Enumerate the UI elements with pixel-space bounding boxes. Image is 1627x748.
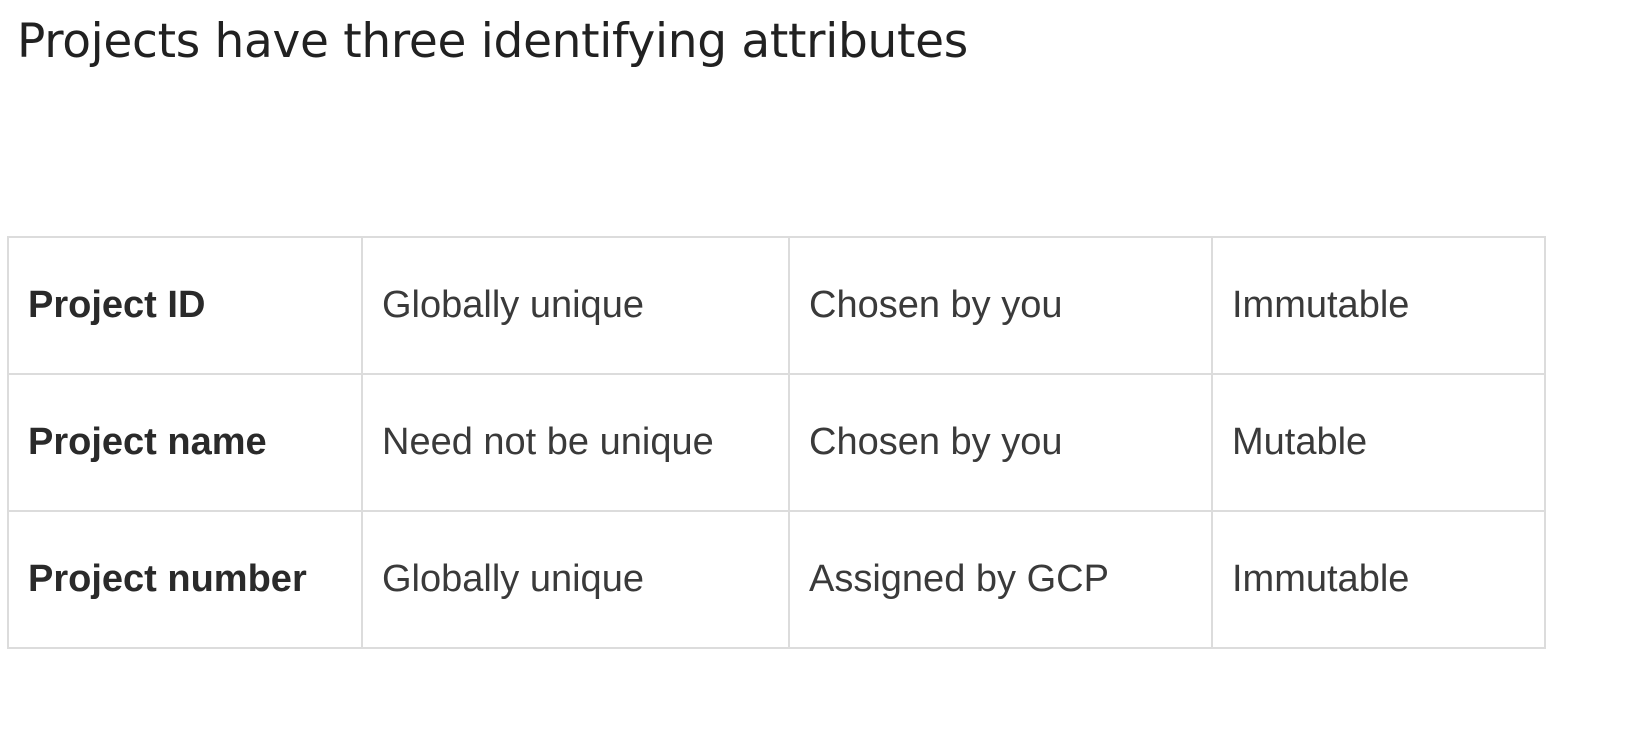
attribute-cell: Project ID (7, 236, 363, 375)
mutability-cell: Immutable (1211, 510, 1546, 649)
table-row-project-id: Project ID Globally unique Chosen by you… (7, 236, 1546, 375)
attributes-table: Project ID Globally unique Chosen by you… (7, 236, 1546, 649)
origin-cell: Chosen by you (788, 236, 1213, 375)
uniqueness-cell: Globally unique (361, 510, 790, 649)
table-row-project-number: Project number Globally unique Assigned … (7, 510, 1546, 649)
attribute-cell: Project number (7, 510, 363, 649)
mutability-cell: Immutable (1211, 236, 1546, 375)
slide-title: Projects have three identifying attribut… (17, 14, 968, 69)
origin-cell: Chosen by you (788, 373, 1213, 512)
origin-cell: Assigned by GCP (788, 510, 1213, 649)
table-row-project-name: Project name Need not be unique Chosen b… (7, 373, 1546, 512)
uniqueness-cell: Need not be unique (361, 373, 790, 512)
mutability-cell: Mutable (1211, 373, 1546, 512)
uniqueness-cell: Globally unique (361, 236, 790, 375)
attribute-cell: Project name (7, 373, 363, 512)
